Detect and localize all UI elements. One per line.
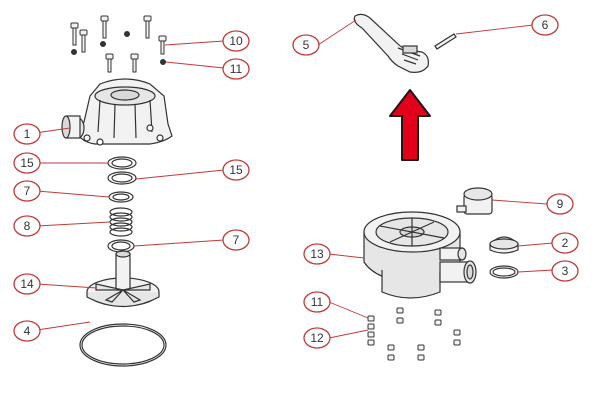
callout-11-bottom-label: 11 — [311, 295, 324, 309]
dome-cap — [489, 236, 519, 254]
callout-7-right: 7 — [222, 229, 250, 251]
o-ring-3 — [489, 265, 519, 279]
callout-3: 3 — [551, 260, 579, 282]
callout-13-label: 13 — [310, 247, 324, 261]
callout-12: 12 — [303, 327, 331, 349]
callout-2-label: 2 — [562, 236, 569, 250]
callout-8: 8 — [13, 215, 41, 237]
callout-7-right-label: 7 — [233, 233, 240, 247]
cover-screws — [70, 15, 167, 73]
callout-10-label: 10 — [229, 34, 243, 48]
valve-body — [363, 211, 477, 299]
callout-14: 14 — [13, 273, 41, 295]
callout-6: 6 — [531, 14, 559, 36]
callout-12-label: 12 — [310, 331, 324, 345]
valve-cover — [61, 78, 173, 146]
o-ring-15-upper — [107, 156, 137, 170]
o-ring-7-lower — [107, 239, 135, 253]
callout-11-top: 11 — [222, 58, 250, 80]
callout-4-label: 4 — [24, 324, 31, 338]
screw — [70, 22, 79, 46]
rotor-disc — [86, 250, 160, 307]
callout-11-bottom: 11 — [303, 291, 331, 313]
up-arrow-icon — [389, 89, 431, 161]
handle-pin — [434, 33, 457, 50]
callout-1-label: 1 — [24, 127, 31, 141]
base-fasteners — [367, 307, 461, 361]
callout-15-right-label: 15 — [229, 163, 243, 177]
screw — [100, 15, 109, 39]
callout-7-left-label: 7 — [24, 184, 31, 198]
o-ring-15-lower — [107, 171, 137, 185]
cover-nuts — [71, 31, 166, 65]
leader-lines — [34, 19, 554, 339]
callout-8-label: 8 — [24, 219, 31, 233]
callout-5-label: 5 — [303, 38, 310, 52]
screw — [130, 53, 139, 73]
callout-9: 9 — [546, 193, 574, 215]
screw — [105, 53, 114, 73]
callout-2: 2 — [551, 232, 579, 254]
callout-4: 4 — [13, 320, 41, 342]
screw — [158, 35, 167, 55]
valve-handle — [353, 13, 429, 73]
callout-13: 13 — [303, 243, 331, 265]
screw — [79, 29, 88, 53]
gauge-cap — [456, 187, 493, 215]
screw — [143, 15, 152, 39]
spring — [109, 207, 133, 237]
callout-5: 5 — [292, 34, 320, 56]
callout-1: 1 — [13, 123, 41, 145]
callout-15-left: 15 — [13, 152, 41, 174]
callout-6-label: 6 — [542, 18, 549, 32]
callout-15-right: 15 — [222, 159, 250, 181]
o-ring-large — [79, 323, 167, 367]
callout-9-label: 9 — [557, 197, 564, 211]
callout-3-label: 3 — [562, 264, 569, 278]
callout-10: 10 — [222, 30, 250, 52]
o-ring-7-upper — [108, 191, 134, 203]
callout-14-label: 14 — [20, 277, 34, 291]
callout-7-left: 7 — [13, 180, 41, 202]
callout-15-left-label: 15 — [20, 156, 34, 170]
callout-11-top-label: 11 — [230, 62, 243, 76]
